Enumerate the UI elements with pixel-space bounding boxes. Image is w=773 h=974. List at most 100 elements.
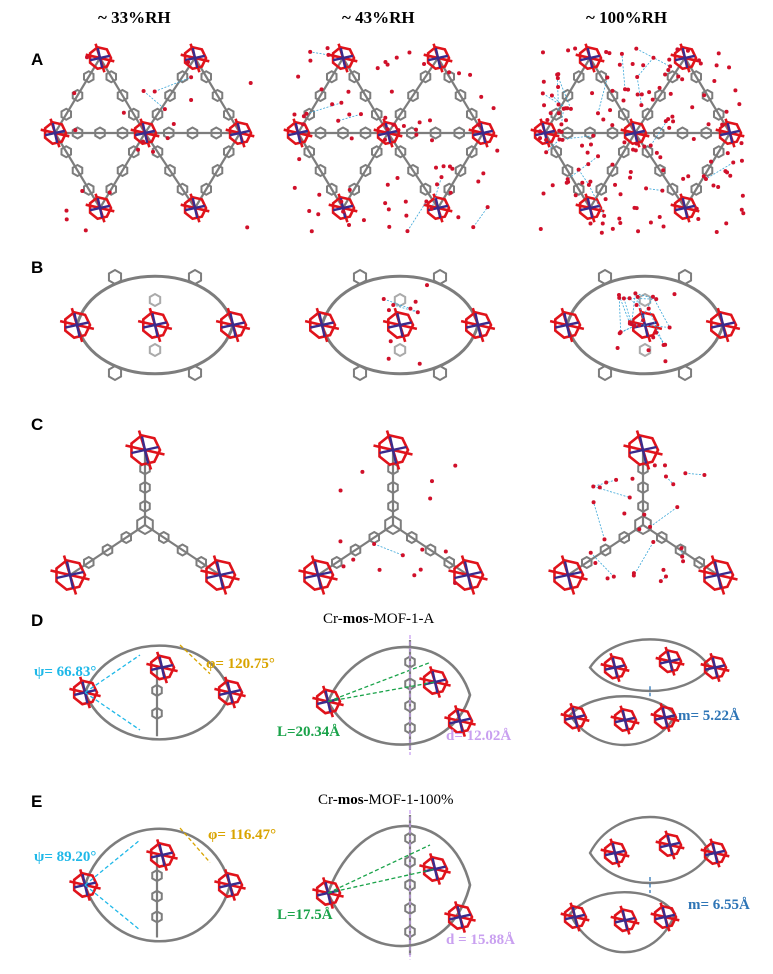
cluster-metal-bond: [463, 561, 473, 589]
cluster-ring: [628, 433, 660, 467]
water-oxygen: [152, 89, 157, 94]
water-oxygen: [681, 559, 686, 564]
cr-cluster: [448, 555, 488, 595]
cluster-ring: [315, 879, 342, 907]
cluster-metal-bond: [681, 47, 689, 69]
length-line: [327, 681, 436, 703]
water-oxygen: [417, 120, 422, 125]
cluster-ring: [718, 120, 743, 146]
panel-c-33rh: [50, 430, 240, 595]
hydrogen-bond: [590, 552, 615, 577]
cr-cluster: [50, 555, 90, 595]
water-oxygen: [556, 111, 561, 116]
water-oxygen: [540, 50, 545, 55]
water-oxygen: [360, 469, 365, 474]
water-oxygen: [415, 310, 420, 315]
cluster-ring: [183, 195, 208, 221]
phenyl-ring: [127, 107, 140, 121]
water-oxygen: [292, 112, 297, 117]
cr-cluster: [304, 307, 340, 343]
cluster-ring: [133, 120, 158, 146]
water-oxygen: [407, 50, 412, 55]
water-oxygen: [714, 63, 719, 68]
cluster-ring: [88, 195, 113, 221]
cluster-metal-bond: [96, 47, 104, 69]
phenyl-ring: [606, 126, 619, 140]
water-oxygen: [588, 550, 593, 555]
hydrogen-bond: [338, 113, 362, 122]
cr-cluster: [146, 839, 178, 871]
water-oxygen: [381, 297, 386, 302]
cluster-ring: [447, 707, 474, 735]
water-oxygen: [477, 122, 482, 127]
linker-bond: [567, 524, 644, 576]
water-oxygen: [150, 149, 155, 154]
water-oxygen: [448, 190, 453, 195]
water-oxygen: [420, 547, 425, 552]
psi-angle-line: [84, 691, 141, 731]
row-e-title: Cr-mos-MOF-1-100%: [318, 792, 454, 808]
row-d-psi-label: ψ= 66.83°: [34, 664, 97, 680]
cr-cluster: [180, 43, 210, 73]
hydrogen-bond: [621, 53, 626, 90]
panel-d-distances: [312, 635, 476, 755]
water-oxygen: [651, 540, 656, 545]
water-oxygen: [447, 164, 452, 169]
phenyl-ring: [443, 70, 456, 84]
phenyl-ring: [105, 182, 118, 196]
water-oxygen: [654, 330, 659, 335]
cluster-ring: [149, 654, 176, 681]
water-oxygen: [560, 137, 565, 142]
cluster-metal-bond: [456, 905, 464, 929]
water-oxygen: [408, 306, 413, 311]
water-oxygen: [637, 323, 642, 328]
cluster-metal-bond: [384, 122, 392, 144]
phenyl-ring: [359, 163, 372, 178]
cluster-metal-bond: [711, 842, 719, 864]
phenyl-ring: [222, 145, 235, 159]
linker-bond: [297, 57, 344, 134]
cr-cluster: [670, 43, 700, 73]
water-oxygen: [338, 488, 343, 493]
water-oxygen: [627, 495, 632, 500]
phenyl-ring: [393, 342, 407, 358]
panel-c-43rh: [298, 430, 488, 595]
phenyl-ring: [60, 107, 73, 121]
water-oxygen: [622, 511, 627, 516]
hydrogen-bond: [561, 108, 565, 125]
phenyl-ring: [701, 163, 714, 178]
water-oxygen: [676, 74, 681, 79]
water-oxygen: [601, 117, 606, 122]
cluster-metal-bond: [388, 436, 398, 464]
cr-cluster: [600, 838, 630, 868]
water-oxygen: [610, 123, 615, 128]
water-oxygen: [189, 97, 194, 102]
panel-b-33rh: [59, 268, 251, 382]
cluster-ring: [553, 310, 582, 340]
water-oxygen: [427, 118, 432, 123]
cluster-metal-bond: [236, 122, 244, 144]
phenyl-ring: [151, 910, 163, 924]
water-oxygen: [642, 144, 647, 149]
phenyl-ring: [187, 268, 203, 286]
linker-bond: [317, 524, 394, 576]
water-oxygen: [341, 209, 346, 214]
phenyl-ring: [151, 868, 163, 883]
cluster-metal-bond: [586, 47, 594, 69]
cage-frame-lower: [568, 891, 677, 954]
cluster-ring: [613, 908, 638, 933]
phenyl-ring: [222, 107, 235, 121]
phenyl-ring: [618, 530, 631, 545]
linker-bond: [437, 57, 484, 134]
cluster-ring: [673, 45, 698, 71]
cluster-metal-bond: [191, 47, 199, 69]
cr-cluster: [146, 651, 178, 684]
water-oxygen: [599, 230, 604, 235]
water-oxygen: [667, 325, 672, 330]
phenyl-ring: [200, 70, 213, 84]
hydrogen-bond: [655, 332, 666, 346]
water-oxygen: [701, 174, 706, 179]
water-oxygen: [641, 318, 646, 323]
phenyl-ring: [429, 126, 442, 140]
cr-cluster: [575, 43, 605, 73]
